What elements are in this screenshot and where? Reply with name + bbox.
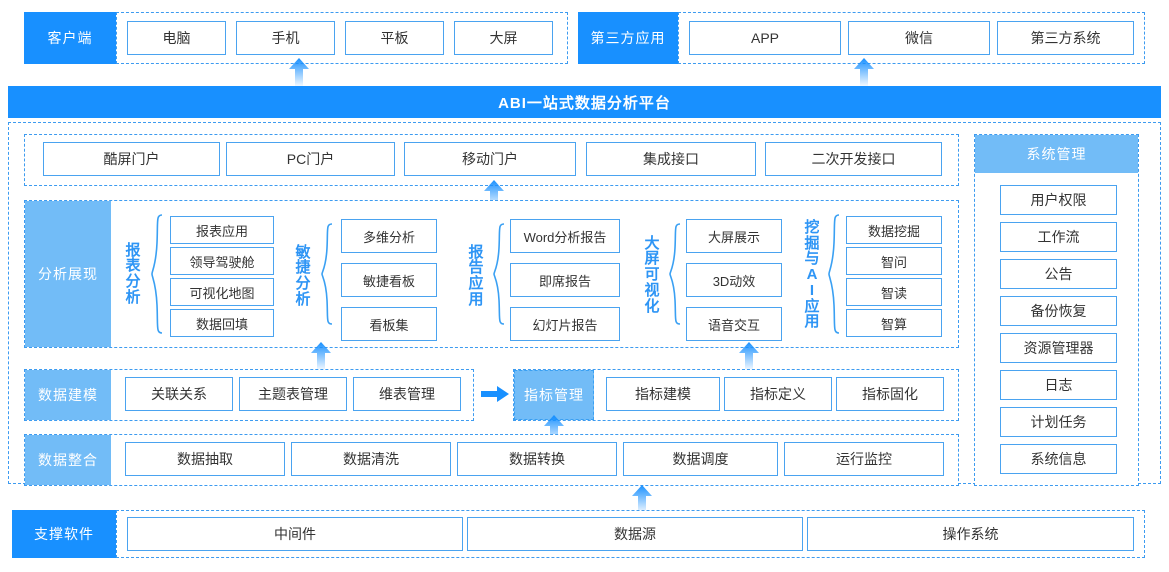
client-item-0[interactable]: 电脑: [127, 21, 226, 55]
client-row-tag: 客户端: [24, 12, 116, 64]
portal-item-0[interactable]: 酷屏门户: [43, 142, 220, 176]
metric-item-2[interactable]: 指标固化: [836, 377, 944, 411]
support-item-2[interactable]: 操作系统: [807, 517, 1134, 551]
analysis-group-0-label-text: 报表分析: [125, 241, 141, 306]
analysis-item-2-0[interactable]: Word分析报告: [510, 219, 620, 253]
analysis-item-3-2[interactable]: 语音交互: [686, 307, 782, 341]
third-party-item-2[interactable]: 第三方系统: [997, 21, 1134, 55]
support-row-tag: 支撑软件: [12, 510, 116, 558]
modeling-item-0[interactable]: 关联关系: [125, 377, 233, 411]
analysis-item-3-0[interactable]: 大屏展示: [686, 219, 782, 253]
system-management-item-6[interactable]: 计划任务: [1000, 407, 1117, 437]
system-management-item-2[interactable]: 公告: [1000, 259, 1117, 289]
system-management-item-4[interactable]: 资源管理器: [1000, 333, 1117, 363]
portal-item-3[interactable]: 集成接口: [586, 142, 756, 176]
analysis-item-0-2[interactable]: 可视化地图: [170, 278, 274, 306]
arrow-up-analysis-right-icon: [739, 342, 759, 370]
client-item-3[interactable]: 大屏: [454, 21, 553, 55]
analysis-item-0-1[interactable]: 领导驾驶舱: [170, 247, 274, 275]
metric-item-1[interactable]: 指标定义: [724, 377, 832, 411]
third-party-item-0[interactable]: APP: [689, 21, 841, 55]
analysis-item-0-0[interactable]: 报表应用: [170, 216, 274, 244]
support-item-1[interactable]: 数据源: [467, 517, 803, 551]
modeling-row-tag: 数据建模: [25, 370, 111, 420]
system-management-item-1[interactable]: 工作流: [1000, 222, 1117, 252]
integration-item-3[interactable]: 数据调度: [623, 442, 778, 476]
third-party-item-1[interactable]: 微信: [848, 21, 990, 55]
arrow-right-to-metric-icon: [481, 386, 509, 402]
analysis-group-0-label: 报表分析: [124, 215, 142, 333]
arrow-up-third-party-icon: [854, 58, 874, 86]
integration-item-0[interactable]: 数据抽取: [125, 442, 285, 476]
portal-item-4[interactable]: 二次开发接口: [765, 142, 942, 176]
analysis-item-4-2[interactable]: 智读: [846, 278, 942, 306]
analysis-item-2-1[interactable]: 即席报告: [510, 263, 620, 297]
modeling-item-2[interactable]: 维表管理: [353, 377, 461, 411]
brace-group-2-icon: [493, 223, 505, 325]
analysis-item-4-3[interactable]: 智算: [846, 309, 942, 337]
analysis-item-1-2[interactable]: 看板集: [341, 307, 437, 341]
analysis-group-3-label: 大屏可视化: [643, 215, 661, 335]
client-item-2[interactable]: 平板: [345, 21, 444, 55]
arrow-up-support-icon: [632, 485, 652, 513]
system-management-tag: 系统管理: [975, 135, 1138, 173]
integration-item-1[interactable]: 数据清洗: [291, 442, 451, 476]
platform-banner: ABI一站式数据分析平台: [8, 86, 1161, 118]
portal-item-2[interactable]: 移动门户: [404, 142, 576, 176]
analysis-group-1-label: 敏捷分析: [294, 226, 312, 326]
system-management-item-0[interactable]: 用户权限: [1000, 185, 1117, 215]
system-management-item-3[interactable]: 备份恢复: [1000, 296, 1117, 326]
arrow-up-analysis-left-icon: [311, 342, 331, 370]
system-management-item-5[interactable]: 日志: [1000, 370, 1117, 400]
analysis-item-3-1[interactable]: 3D动效: [686, 263, 782, 297]
analysis-item-4-1[interactable]: 智问: [846, 247, 942, 275]
third-party-row-tag: 第三方应用: [578, 12, 678, 64]
system-management-item-7[interactable]: 系统信息: [1000, 444, 1117, 474]
analysis-group-1-label-text: 敏捷分析: [295, 243, 311, 308]
portal-item-1[interactable]: PC门户: [226, 142, 395, 176]
analysis-item-1-0[interactable]: 多维分析: [341, 219, 437, 253]
integration-row-tag: 数据整合: [25, 435, 111, 485]
analysis-item-0-3[interactable]: 数据回填: [170, 309, 274, 337]
analysis-item-4-0[interactable]: 数据挖掘: [846, 216, 942, 244]
support-item-0[interactable]: 中间件: [127, 517, 463, 551]
analysis-item-1-1[interactable]: 敏捷看板: [341, 263, 437, 297]
analysis-item-2-2[interactable]: 幻灯片报告: [510, 307, 620, 341]
client-item-1[interactable]: 手机: [236, 21, 335, 55]
brace-group-0-icon: [151, 214, 163, 334]
analysis-group-2-label: 报告应用: [467, 226, 485, 326]
brace-group-3-icon: [669, 223, 681, 325]
brace-group-4-icon: [828, 214, 840, 334]
metric-item-0[interactable]: 指标建模: [606, 377, 720, 411]
analysis-group-3-label-text: 大屏可视化: [644, 234, 660, 315]
brace-group-1-icon: [321, 223, 333, 325]
integration-item-4[interactable]: 运行监控: [784, 442, 944, 476]
arrow-up-metric-icon: [544, 415, 564, 443]
analysis-row-tag: 分析展现: [25, 201, 111, 347]
analysis-group-2-label-text: 报告应用: [468, 243, 484, 308]
modeling-item-1[interactable]: 主题表管理: [239, 377, 347, 411]
integration-item-2[interactable]: 数据转换: [457, 442, 617, 476]
arrow-up-client-icon: [289, 58, 309, 86]
metric-management-tag[interactable]: 指标管理: [514, 370, 594, 420]
arrow-up-portal-icon: [484, 180, 504, 208]
